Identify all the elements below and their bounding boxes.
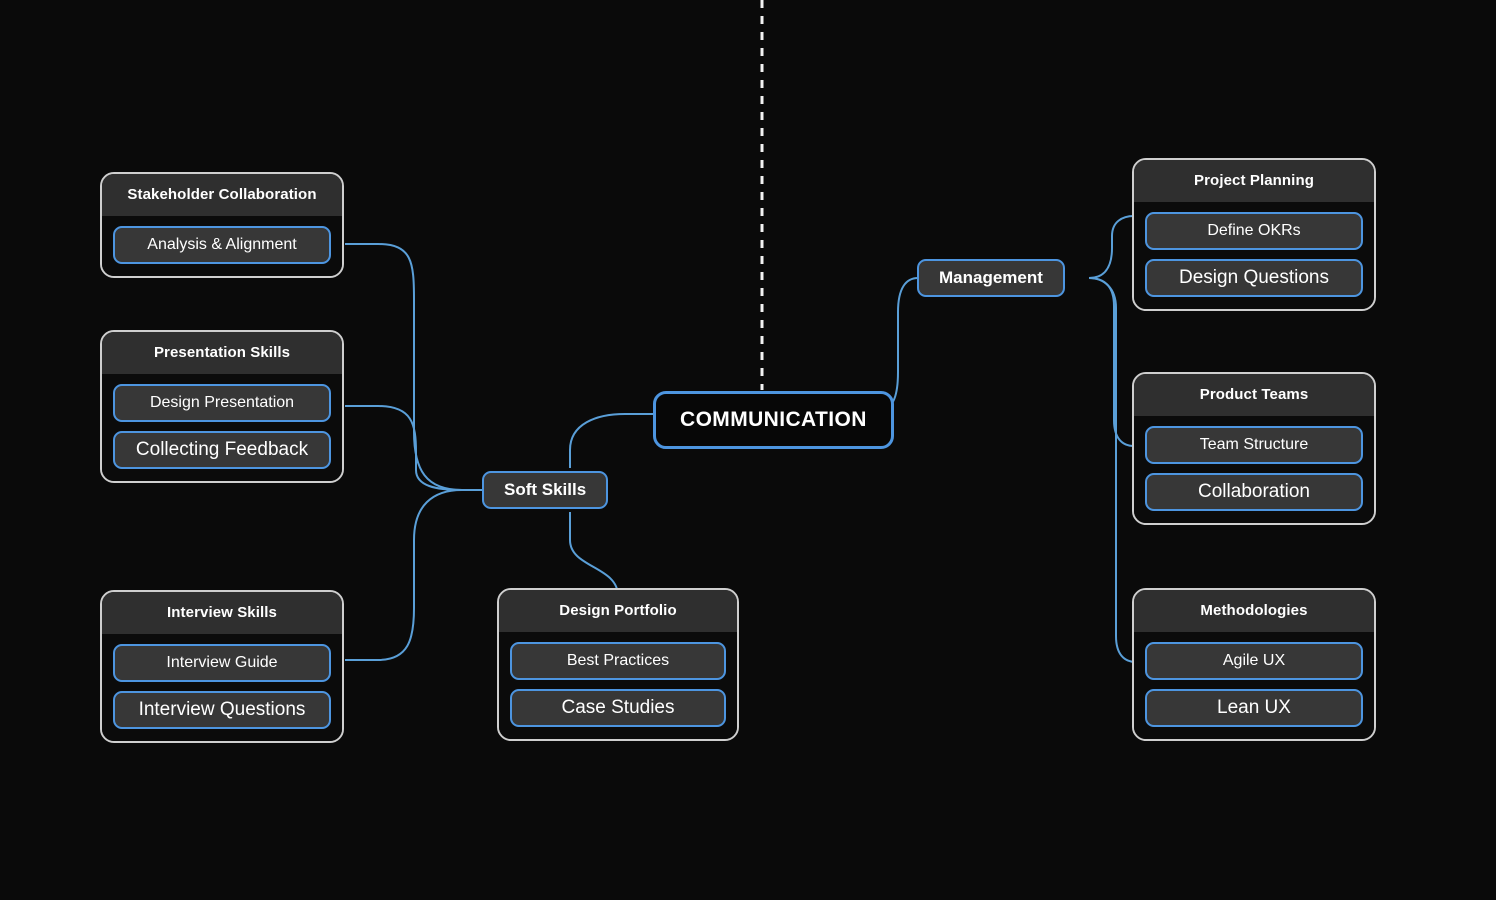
cluster-design-portfolio[interactable]: Design Portfolio Best Practices Case Stu… bbox=[497, 588, 739, 741]
cluster-presentation-skills[interactable]: Presentation Skills Design Presentation … bbox=[100, 330, 344, 483]
cluster-interview-skills[interactable]: Interview Skills Interview Guide Intervi… bbox=[100, 590, 344, 743]
cluster-body-design-portfolio: Best Practices Case Studies bbox=[499, 632, 737, 739]
cluster-title-presentation-skills: Presentation Skills bbox=[102, 332, 342, 374]
cluster-body-product-teams: Team Structure Collaboration bbox=[1134, 416, 1374, 523]
cluster-body-methodologies: Agile UX Lean UX bbox=[1134, 632, 1374, 739]
cluster-project-planning[interactable]: Project Planning Define OKRs Design Ques… bbox=[1132, 158, 1376, 311]
edge-interview-to-soft-skills bbox=[345, 489, 482, 661]
edge-stakeholder-to-soft-skills bbox=[345, 243, 482, 491]
cluster-stakeholder-collaboration[interactable]: Stakeholder Collaboration Analysis & Ali… bbox=[100, 172, 344, 278]
cluster-title-stakeholder-collaboration: Stakeholder Collaboration bbox=[102, 174, 342, 216]
node-interview-guide[interactable]: Interview Guide bbox=[113, 644, 331, 682]
cluster-methodologies[interactable]: Methodologies Agile UX Lean UX bbox=[1132, 588, 1376, 741]
cluster-title-product-teams: Product Teams bbox=[1134, 374, 1374, 416]
cluster-body-interview-skills: Interview Guide Interview Questions bbox=[102, 634, 342, 741]
node-design-presentation[interactable]: Design Presentation bbox=[113, 384, 331, 422]
node-management[interactable]: Management bbox=[917, 259, 1065, 297]
cluster-title-methodologies: Methodologies bbox=[1134, 590, 1374, 632]
edge-presentation-to-soft-skills bbox=[345, 405, 482, 491]
edge-soft-skills-to-root bbox=[569, 413, 655, 468]
node-root-communication[interactable]: COMMUNICATION bbox=[653, 391, 894, 449]
node-case-studies[interactable]: Case Studies bbox=[510, 689, 726, 727]
node-collecting-feedback[interactable]: Collecting Feedback bbox=[113, 431, 331, 469]
edge-management-to-methodologies bbox=[1088, 277, 1137, 663]
node-agile-ux[interactable]: Agile UX bbox=[1145, 642, 1363, 680]
cluster-title-design-portfolio: Design Portfolio bbox=[499, 590, 737, 632]
cluster-body-stakeholder-collaboration: Analysis & Alignment bbox=[102, 216, 342, 276]
node-define-okrs[interactable]: Define OKRs bbox=[1145, 212, 1363, 250]
cluster-title-interview-skills: Interview Skills bbox=[102, 592, 342, 634]
cluster-product-teams[interactable]: Product Teams Team Structure Collaborati… bbox=[1132, 372, 1376, 525]
cluster-title-project-planning: Project Planning bbox=[1134, 160, 1374, 202]
node-team-structure[interactable]: Team Structure bbox=[1145, 426, 1363, 464]
edge-management-to-project-planning bbox=[1088, 215, 1135, 279]
node-design-questions[interactable]: Design Questions bbox=[1145, 259, 1363, 297]
node-best-practices[interactable]: Best Practices bbox=[510, 642, 726, 680]
node-interview-questions[interactable]: Interview Questions bbox=[113, 691, 331, 729]
node-collaboration[interactable]: Collaboration bbox=[1145, 473, 1363, 511]
cluster-body-project-planning: Define OKRs Design Questions bbox=[1134, 202, 1374, 309]
edge-management-to-product-teams bbox=[1088, 277, 1135, 447]
node-lean-ux[interactable]: Lean UX bbox=[1145, 689, 1363, 727]
cluster-body-presentation-skills: Design Presentation Collecting Feedback bbox=[102, 374, 342, 481]
node-soft-skills[interactable]: Soft Skills bbox=[482, 471, 609, 509]
node-analysis-and-alignment[interactable]: Analysis & Alignment bbox=[113, 226, 331, 264]
